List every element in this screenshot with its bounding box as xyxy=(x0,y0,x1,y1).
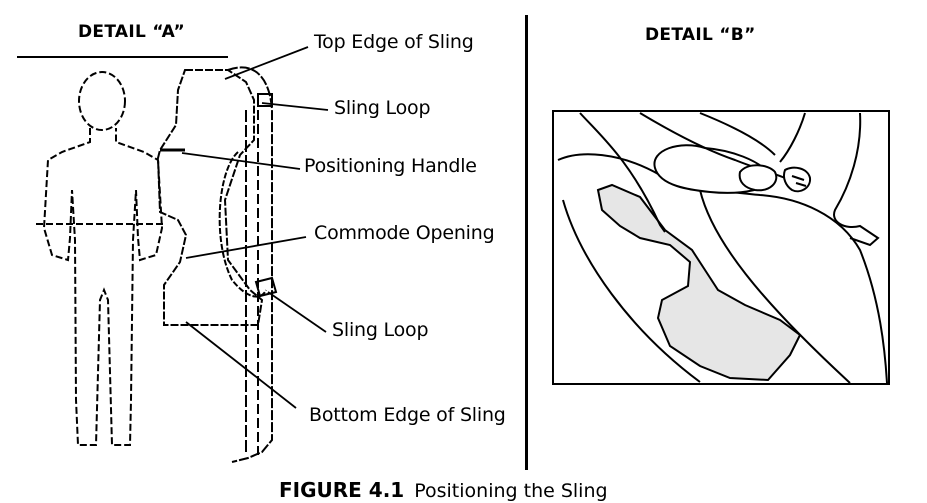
hand-right xyxy=(782,166,812,193)
patient-hip-curve xyxy=(699,189,851,384)
caregiver-arm-upper xyxy=(699,112,776,156)
hand-left xyxy=(738,164,778,192)
sling-side-view xyxy=(156,66,278,463)
detail-divider xyxy=(525,15,528,470)
patient-leg-curve xyxy=(562,199,701,383)
detail-b-illustration xyxy=(552,110,890,385)
leader-positioning-handle xyxy=(181,152,301,170)
caregiver-arm-left xyxy=(579,112,666,233)
upper-sling-loop xyxy=(257,93,273,107)
detail-a-title: DETAIL “A” xyxy=(78,22,185,42)
label-positioning-handle: Positioning Handle xyxy=(304,155,477,177)
sling-shape xyxy=(596,183,802,382)
caregiver-arm-right xyxy=(779,112,806,163)
leader-bottom-edge xyxy=(185,321,297,409)
lower-sling-loop xyxy=(254,276,278,298)
label-commode-opening: Commode Opening xyxy=(314,222,495,244)
patient-back-curve xyxy=(557,153,888,384)
caregiver-arm-far-right xyxy=(833,112,880,247)
leader-top-edge xyxy=(224,46,309,80)
leader-commode-opening xyxy=(185,236,307,259)
leader-lines xyxy=(181,46,329,409)
label-top-edge: Top Edge of Sling xyxy=(314,31,474,53)
figure-body xyxy=(42,128,164,446)
sling-outline xyxy=(156,69,264,326)
lift-frame xyxy=(227,66,273,463)
human-figure xyxy=(36,71,165,446)
figure-caption-text: Positioning the Sling xyxy=(414,480,608,502)
label-sling-loop-upper: Sling Loop xyxy=(334,97,431,119)
sling-loop-detail xyxy=(791,175,807,187)
detail-b-title: DETAIL “B” xyxy=(645,25,756,45)
figure-head xyxy=(78,71,126,131)
detail-a-illustration xyxy=(17,46,329,463)
label-sling-loop-lower: Sling Loop xyxy=(332,319,429,341)
label-bottom-edge: Bottom Edge of Sling xyxy=(309,404,506,426)
figure-number: FIGURE 4.1 xyxy=(279,478,405,502)
leader-sling-loop-upper xyxy=(261,102,329,111)
leader-sling-loop-lower xyxy=(267,291,327,333)
figure-caption: FIGURE 4.1 Positioning the Sling xyxy=(279,478,608,502)
